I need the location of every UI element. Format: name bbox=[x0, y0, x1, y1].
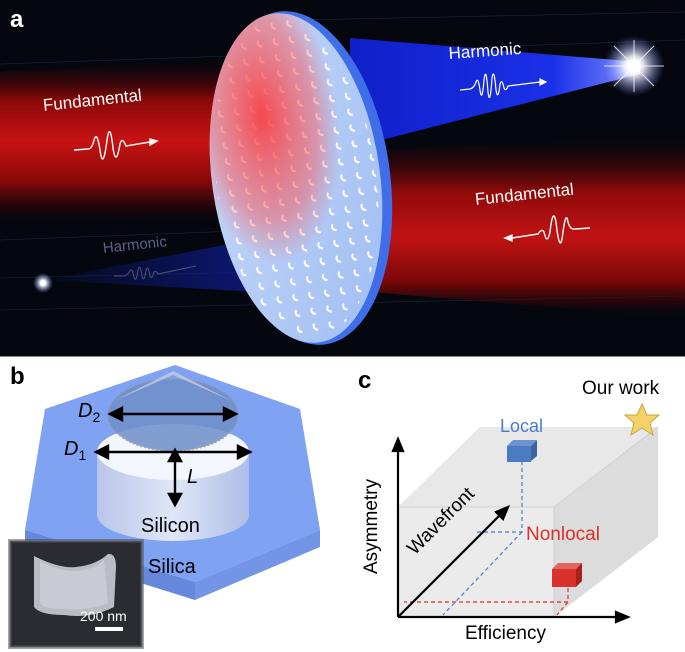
sem-image-inset bbox=[8, 539, 144, 649]
panel-label-b: b bbox=[10, 363, 25, 390]
harmonic-faint-wave-icon bbox=[114, 265, 197, 280]
harmonic-bright-star-icon bbox=[604, 36, 664, 96]
asymmetry-axis-label: Asymmetry bbox=[361, 479, 382, 574]
panel-a-illustration: a Fundamental Harmonic Fundamental Harmo… bbox=[0, 0, 685, 357]
harmonic-faint-star-icon bbox=[33, 273, 53, 293]
our-work-label: Our work bbox=[582, 378, 660, 399]
fundamental-in-wave-icon bbox=[73, 131, 159, 160]
performance-cube-diagram bbox=[391, 402, 661, 624]
d1-label: D1 bbox=[64, 438, 87, 463]
d2-label: D2 bbox=[78, 400, 101, 425]
fundamental-reflected-wave-icon bbox=[503, 215, 591, 244]
length-label: L bbox=[187, 466, 199, 488]
scale-bar-label: 200 nm bbox=[80, 608, 127, 624]
panel-c-performance-cube: c Our work Local Nonlocal Efficiency Asy… bbox=[340, 357, 685, 652]
panel-label-a: a bbox=[10, 6, 24, 33]
panel-b-unit-cell: b D2 D1 L Silicon Silica 200 nm bbox=[0, 357, 340, 652]
nonlocal-cube-icon bbox=[552, 563, 582, 587]
local-label: Local bbox=[500, 416, 544, 436]
harmonic-out-wave-icon bbox=[459, 73, 548, 99]
our-work-star-icon bbox=[623, 402, 661, 437]
metasurface-illustration bbox=[0, 11, 685, 345]
silicon-label: Silicon bbox=[141, 515, 200, 537]
efficiency-axis-label: Efficiency bbox=[465, 623, 546, 644]
nonlocal-label: Nonlocal bbox=[526, 524, 600, 545]
local-cube-icon bbox=[507, 440, 537, 462]
scale-bar bbox=[95, 627, 123, 631]
silica-label: Silica bbox=[148, 556, 196, 578]
unit-cell-illustration bbox=[8, 365, 320, 649]
panel-label-c: c bbox=[358, 367, 372, 394]
